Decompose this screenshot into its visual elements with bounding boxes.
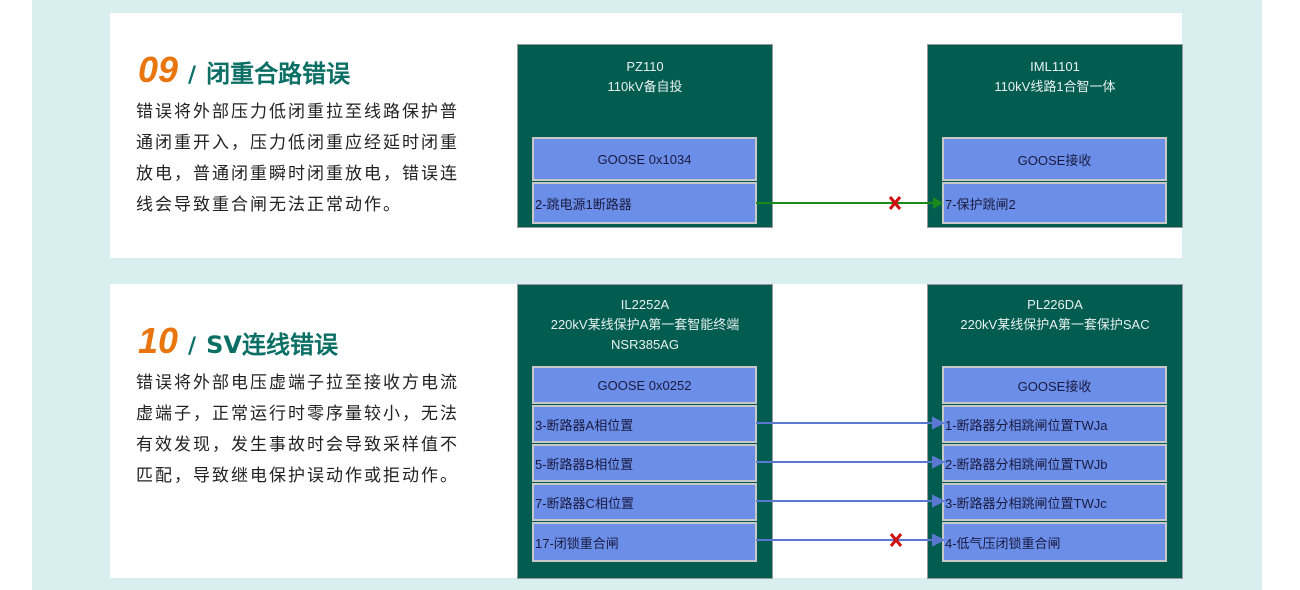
goose-header: GOOSE接收: [942, 366, 1167, 404]
desc-line: 有效发现，发生事故时会导致采样值不: [136, 435, 459, 455]
device-name: PZ110: [626, 59, 664, 74]
goose-header: GOOSE 0x1034: [532, 137, 757, 181]
desc-line: 线会导致重合闸无法正常动作。: [136, 195, 402, 215]
device-desc: 110kV备自投: [607, 79, 683, 94]
device-model: NSR385AG: [611, 337, 679, 352]
section-heading: 10 / SV连线错误: [138, 320, 338, 362]
desc-line: 错误将外部电压虚端子拉至接收方电流: [136, 373, 459, 393]
device-desc: 220kV某线保护A第一套保护SAC: [960, 317, 1150, 332]
device-iml1101: IML1101 110kV线路1合智一体 GOOSE接收 7-保护跳闸2: [927, 44, 1183, 228]
links-10: [756, 416, 946, 547]
device-il2252a: IL2252A 220kV某线保护A第一套智能终端 NSR385AG GOOSE 0…: [517, 284, 773, 579]
device-name: PL226DA: [1027, 297, 1083, 312]
section-heading: 09 / 闭重合路错误: [138, 49, 350, 91]
separator: /: [188, 63, 197, 88]
goose-header: GOOSE 0x0252: [532, 366, 757, 404]
input-row[interactable]: 2-断路器分相跳闸位置TWJb: [942, 444, 1167, 482]
output-row[interactable]: 5-断路器B相位置: [532, 444, 757, 482]
desc-line: 通闭重开入，压力低闭重应经延时闭重: [136, 133, 459, 153]
section-title: SV连线错误: [206, 331, 338, 359]
input-row[interactable]: 7-保护跳闸2: [942, 182, 1167, 224]
section-description: 错误将外部电压虚端子拉至接收方电流 虚端子，正常运行时零序量较小，无法 有效发现…: [136, 368, 496, 492]
section-number: 10: [138, 320, 179, 361]
device-desc: 220kV某线保护A第一套智能终端: [550, 317, 740, 332]
device-desc: 110kV线路1合智一体: [994, 79, 1116, 94]
device-name: IML1101: [1030, 59, 1080, 74]
section-title: 闭重合路错误: [206, 60, 351, 88]
desc-line: 虚端子，正常运行时零序量较小，无法: [136, 404, 459, 424]
output-row[interactable]: 7-断路器C相位置: [532, 483, 757, 521]
device-pz110: PZ110 110kV备自投 GOOSE 0x1034 2-跳电源1断路器: [517, 44, 773, 228]
error-x-icon: [889, 533, 903, 547]
error-x-icon: [888, 196, 902, 210]
separator: /: [188, 334, 197, 359]
link-09: [756, 197, 943, 209]
section-number: 09: [138, 49, 179, 90]
desc-line: 错误将外部压力低闭重拉至线路保护普: [136, 102, 459, 122]
device-name: IL2252A: [620, 297, 670, 312]
output-row[interactable]: 3-断路器A相位置: [532, 405, 757, 443]
desc-line: 匹配，导致继电保护误动作或拒动作。: [136, 466, 459, 486]
output-row[interactable]: 2-跳电源1断路器: [532, 182, 757, 224]
section-description: 错误将外部压力低闭重拉至线路保护普 通闭重开入，压力低闭重应经延时闭重 放电，普…: [136, 97, 496, 221]
desc-line: 放电，普通闭重瞬时闭重放电，错误连: [136, 164, 459, 184]
output-row[interactable]: 17-闭锁重合闸: [532, 522, 757, 562]
goose-header: GOOSE接收: [942, 137, 1167, 181]
input-row[interactable]: 4-低气压闭锁重合闸: [942, 522, 1167, 562]
